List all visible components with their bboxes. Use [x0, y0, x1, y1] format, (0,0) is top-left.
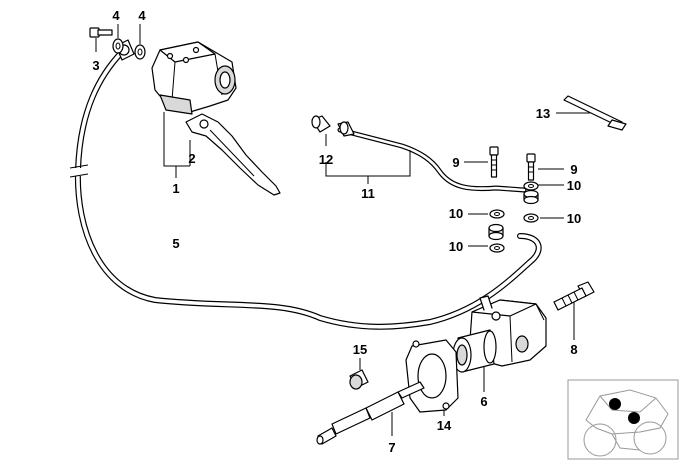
clutch-slave-cylinder: [452, 295, 547, 373]
callout-8: 8: [570, 342, 577, 357]
callout-15: 15: [353, 342, 367, 357]
callout-1: 1: [172, 181, 179, 196]
callout-4: 4: [112, 8, 120, 23]
callout-7: 7: [388, 440, 395, 455]
callout-10: 10: [567, 178, 581, 193]
mounting-bolt: [553, 281, 595, 311]
cable-tie: [563, 95, 627, 131]
banjo-bolt: [89, 27, 113, 38]
callout-10: 10: [567, 211, 581, 226]
callout-6: 6: [480, 394, 487, 409]
callout-12: 12: [319, 152, 333, 167]
bushing: [349, 369, 369, 390]
washer: [489, 243, 505, 253]
hex-bolt: [526, 153, 536, 181]
hex-bolt: [489, 146, 499, 178]
push-rod: [316, 381, 425, 445]
sealing-washer: [112, 38, 124, 54]
clutch-line: [337, 127, 527, 193]
callout-14: 14: [437, 418, 452, 433]
leader-11: [325, 150, 411, 184]
callout-13: 13: [536, 106, 550, 121]
washer: [489, 209, 505, 219]
callout-9: 9: [570, 162, 577, 177]
washer: [523, 213, 539, 223]
line-fitting: [311, 115, 355, 137]
clutch-lever: [185, 113, 281, 196]
callout-4: 4: [138, 8, 146, 23]
gasket: [405, 339, 459, 413]
clutch-hose: [68, 39, 542, 330]
callout-3: 3: [92, 58, 99, 73]
rubber-grommet: [488, 223, 504, 241]
callout-11: 11: [361, 186, 375, 201]
callout-9: 9: [452, 155, 459, 170]
washer: [523, 181, 539, 191]
callout-10: 10: [449, 239, 463, 254]
location-marker: [609, 398, 621, 410]
callout-5: 5: [172, 236, 179, 251]
leader-1: [163, 112, 190, 178]
rubber-grommet: [523, 189, 539, 205]
callout-2: 2: [188, 151, 195, 166]
location-marker: [628, 412, 640, 424]
locator-thumbnail: [567, 379, 679, 460]
clutch-master-cylinder: [151, 41, 237, 115]
sealing-washer: [134, 44, 146, 60]
callout-10: 10: [449, 206, 463, 221]
